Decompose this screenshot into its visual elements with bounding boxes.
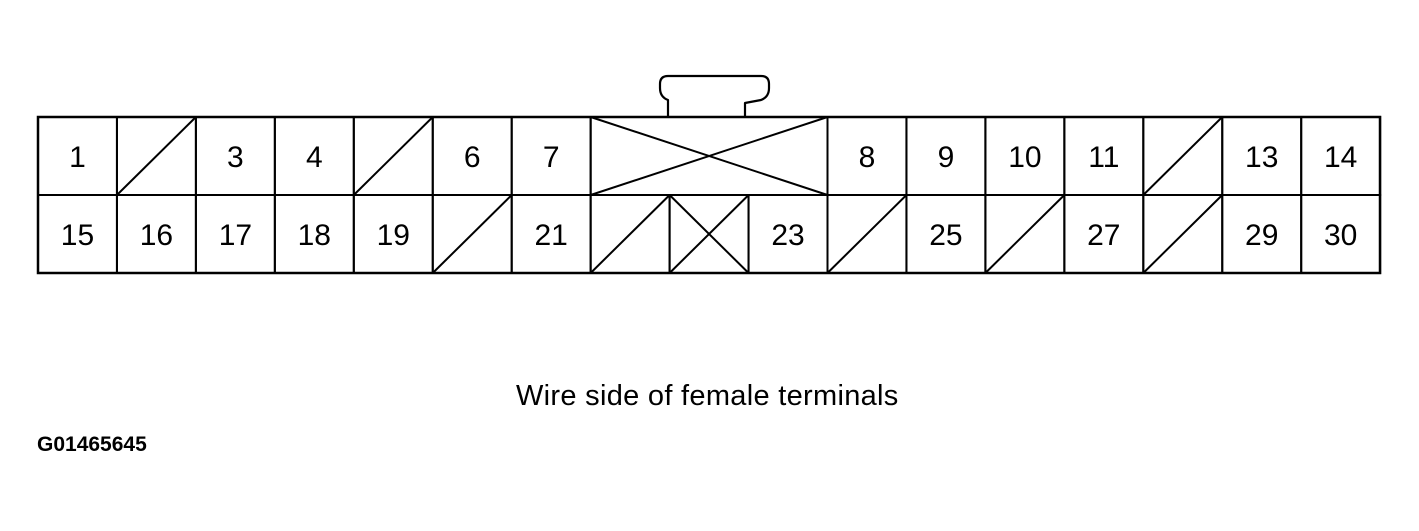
terminal-number: 6 bbox=[464, 141, 481, 174]
terminal-number: 18 bbox=[298, 219, 331, 252]
diagram-caption: Wire side of female terminals bbox=[516, 380, 899, 412]
terminal-number: 14 bbox=[1324, 141, 1357, 174]
terminal-number: 27 bbox=[1087, 219, 1120, 252]
terminal-cavity: 17 bbox=[194, 194, 276, 274]
unused-cavity bbox=[115, 116, 197, 196]
terminal-number: 10 bbox=[1008, 141, 1041, 174]
terminal-number: 8 bbox=[859, 141, 876, 174]
terminal-number: 11 bbox=[1088, 141, 1119, 174]
terminal-cavity: 18 bbox=[273, 194, 355, 274]
terminal-number: 7 bbox=[543, 141, 560, 174]
terminal-cavity: 29 bbox=[1221, 194, 1303, 274]
unused-cavity bbox=[589, 194, 671, 274]
terminal-number: 16 bbox=[140, 219, 173, 252]
terminal-number: 9 bbox=[938, 141, 955, 174]
terminal-cavity: 19 bbox=[352, 194, 434, 274]
terminal-number: 29 bbox=[1245, 219, 1278, 252]
terminal-number: 4 bbox=[306, 141, 323, 174]
terminal-cavity: 23 bbox=[747, 194, 829, 274]
terminal-number: 17 bbox=[219, 219, 252, 252]
terminal-cavity: 10 bbox=[984, 116, 1066, 196]
terminal-cavity: 4 bbox=[273, 116, 355, 196]
terminal-cavity: 6 bbox=[431, 116, 513, 196]
terminal-cavity: 25 bbox=[905, 194, 987, 274]
figure-id: G01465645 bbox=[37, 433, 147, 456]
terminal-number: 21 bbox=[534, 219, 567, 252]
connector-outline bbox=[36, 115, 1382, 275]
blocked-cavity bbox=[668, 194, 750, 274]
terminal-number: 30 bbox=[1324, 219, 1357, 252]
terminal-number: 19 bbox=[377, 219, 410, 252]
terminal-cavity: 11 bbox=[1063, 116, 1145, 196]
terminal-cavity: 27 bbox=[1063, 194, 1145, 274]
terminal-cavity: 21 bbox=[510, 194, 592, 274]
terminal-cavity: 14 bbox=[1300, 116, 1382, 196]
unused-cavity bbox=[984, 194, 1066, 274]
terminal-cavity: 3 bbox=[194, 116, 276, 196]
unused-cavity bbox=[431, 194, 513, 274]
terminal-cavity: 15 bbox=[37, 194, 118, 274]
terminal-number: 13 bbox=[1245, 141, 1278, 174]
terminal-cavity: 8 bbox=[826, 116, 908, 196]
unused-cavity bbox=[1142, 116, 1224, 196]
terminal-cavity: 7 bbox=[510, 116, 592, 196]
terminal-number: 1 bbox=[69, 141, 86, 174]
terminal-number: 3 bbox=[227, 141, 244, 174]
unused-cavity bbox=[352, 116, 434, 196]
unused-cavity bbox=[1142, 194, 1224, 274]
terminal-cavity: 16 bbox=[115, 194, 197, 274]
terminal-cavity: 13 bbox=[1221, 116, 1303, 196]
terminal-cavity: 9 bbox=[905, 116, 987, 196]
blocked-cavity bbox=[589, 116, 829, 196]
unused-cavity bbox=[826, 194, 908, 274]
terminal-cavity: 1 bbox=[37, 116, 118, 196]
terminal-number: 15 bbox=[61, 219, 94, 252]
terminal-number: 25 bbox=[929, 219, 962, 252]
terminal-cavity: 30 bbox=[1300, 194, 1382, 274]
terminal-number: 23 bbox=[771, 219, 804, 252]
locking-tab bbox=[658, 74, 771, 117]
